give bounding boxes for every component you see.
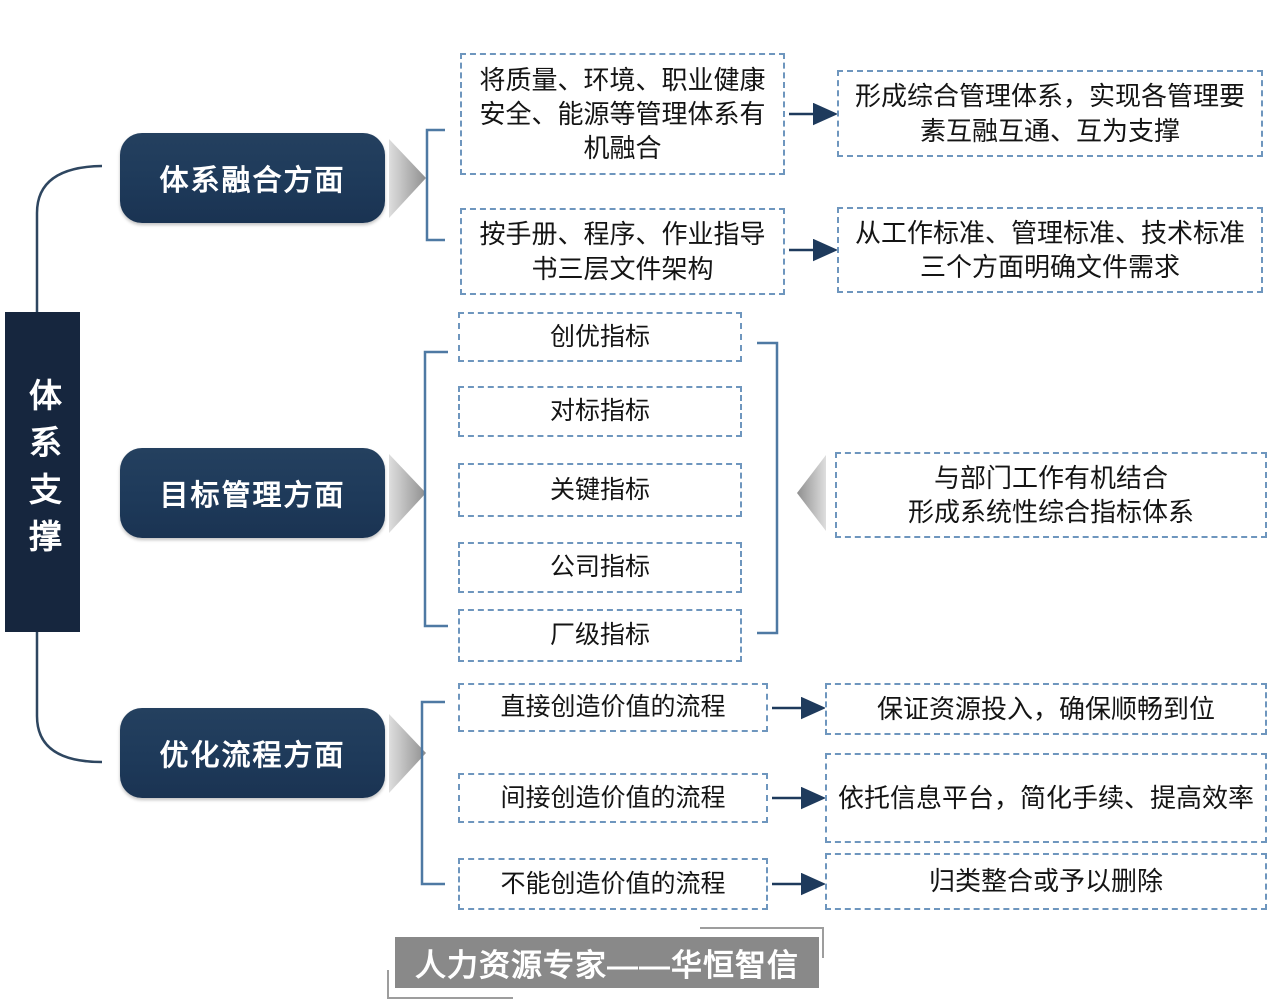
root-label: 体系支撑: [24, 378, 62, 566]
footer-decor-top-right: [700, 927, 824, 958]
section-process: 优化流程方面: [120, 708, 385, 798]
section-target: 目标管理方面: [120, 448, 385, 538]
indicator-box-3: 关键指标: [458, 463, 742, 517]
indicator-box-1: 创优指标: [458, 312, 742, 362]
process-result-2-text: 依托信息平台，简化手续、提高效率: [837, 782, 1254, 813]
root-to-fusion-curve: [35, 164, 103, 312]
section-process-label: 优化流程方面: [159, 740, 346, 772]
fusion-bracket: [425, 128, 445, 242]
process-bracket: [420, 700, 445, 886]
indicator-5-text: 厂级指标: [549, 621, 650, 649]
target-left-bracket: [423, 350, 448, 628]
process-result-2: 依托信息平台，简化手续、提高效率: [825, 753, 1267, 843]
target-result-box: 与部门工作有机结合 形成系统性综合指标体系: [835, 452, 1267, 538]
footer-decor-bottom-left: [387, 970, 513, 999]
section-target-label: 目标管理方面: [159, 480, 346, 512]
process-result-1-text: 保证资源投入，确保顺畅到位: [876, 693, 1215, 724]
process-item-1-text: 直接创造价值的流程: [500, 693, 726, 721]
process-result-3: 归类整合或予以删除: [825, 853, 1267, 910]
fusion-item-1-text: 将质量、环境、职业健康安全、能源等管理体系有机融合: [479, 64, 766, 164]
process-item-1: 直接创造价值的流程: [458, 683, 768, 732]
indicator-box-2: 对标指标: [458, 386, 742, 437]
root-node: 体系支撑: [5, 312, 80, 632]
fusion-result-2-text: 从工作标准、管理标准、技术标准三个方面明确文件需求: [854, 217, 1245, 282]
process-result-1: 保证资源投入，确保顺畅到位: [825, 683, 1267, 735]
section-fusion-label: 体系融合方面: [159, 165, 346, 197]
fusion-result-1: 形成综合管理体系，实现各管理要素互融互通、互为支撑: [837, 70, 1263, 157]
fusion-result-1-text: 形成综合管理体系，实现各管理要素互融互通、互为支撑: [854, 81, 1245, 146]
indicator-1-text: 创优指标: [549, 322, 650, 351]
target-result-line2: 形成系统性综合指标体系: [907, 497, 1194, 527]
fusion-item-1: 将质量、环境、职业健康安全、能源等管理体系有机融合: [460, 53, 785, 175]
indicator-box-4: 公司指标: [458, 542, 742, 593]
process-item-3-text: 不能创造价值的流程: [500, 869, 726, 898]
target-right-bracket: [757, 341, 779, 635]
fusion-item-2-text: 按手册、程序、作业指导书三层文件架构: [479, 219, 766, 284]
footer-brand-bar: 人力资源专家——华恒智信: [395, 937, 819, 988]
footer-brand-text: 人力资源专家——华恒智信: [415, 948, 799, 983]
process-item-3: 不能创造价值的流程: [458, 858, 768, 910]
process-result-3-text: 归类整合或予以删除: [928, 866, 1163, 897]
target-result-chevron-icon: [797, 455, 826, 531]
target-result-line1: 与部门工作有机结合: [933, 462, 1168, 493]
indicator-3-text: 关键指标: [549, 475, 650, 504]
target-chevron-icon: [389, 454, 426, 533]
indicator-2-text: 对标指标: [549, 397, 650, 425]
process-item-2-text: 间接创造价值的流程: [500, 783, 726, 812]
process-chevron-icon: [389, 714, 426, 793]
process-item-2: 间接创造价值的流程: [458, 773, 768, 823]
indicator-box-5: 厂级指标: [458, 609, 742, 662]
section-fusion: 体系融合方面: [120, 133, 385, 223]
root-to-process-curve: [35, 632, 103, 764]
indicator-4-text: 公司指标: [549, 553, 650, 581]
fusion-chevron-icon: [389, 139, 426, 218]
fusion-item-2: 按手册、程序、作业指导书三层文件架构: [460, 208, 785, 295]
fusion-result-2: 从工作标准、管理标准、技术标准三个方面明确文件需求: [837, 207, 1263, 293]
